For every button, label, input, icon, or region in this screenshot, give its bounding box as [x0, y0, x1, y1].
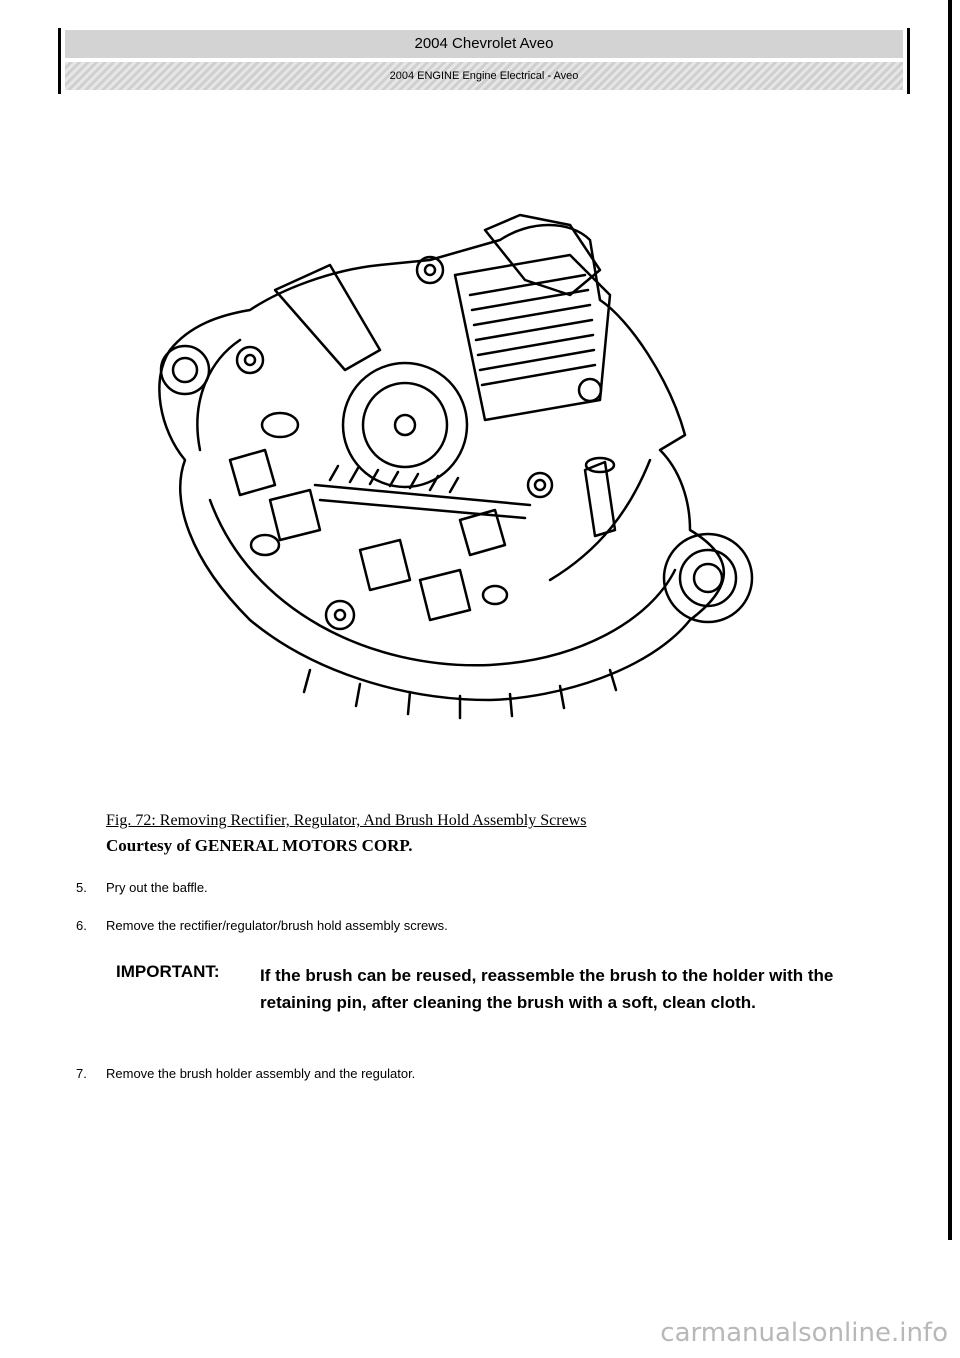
- document-header: 2004 Chevrolet Aveo 2004 ENGINE Engine E…: [58, 28, 910, 94]
- important-label: IMPORTANT:: [116, 962, 220, 981]
- document-title: 2004 Chevrolet Aveo: [65, 30, 903, 58]
- figure-caption: Fig. 72: Removing Rectifier, Regulator, …: [106, 812, 587, 829]
- page-right-rule: [948, 0, 952, 1240]
- important-text: If the brush can be reused, reassemble t…: [260, 966, 834, 1012]
- step-text: Pry out the baffle.: [106, 880, 208, 895]
- step-number: 5.: [76, 880, 87, 895]
- alternator-illustration: [158, 213, 754, 720]
- step-text: Remove the rectifier/regulator/brush hol…: [106, 918, 448, 933]
- step-number: 7.: [76, 1066, 87, 1081]
- document-subtitle: 2004 ENGINE Engine Electrical - Aveo: [65, 62, 903, 90]
- step-text: Remove the brush holder assembly and the…: [106, 1066, 416, 1081]
- figure-courtesy: Courtesy of GENERAL MOTORS CORP.: [106, 836, 413, 855]
- watermark: carmanualsonline.info: [660, 1318, 948, 1348]
- step-number: 6.: [76, 918, 87, 933]
